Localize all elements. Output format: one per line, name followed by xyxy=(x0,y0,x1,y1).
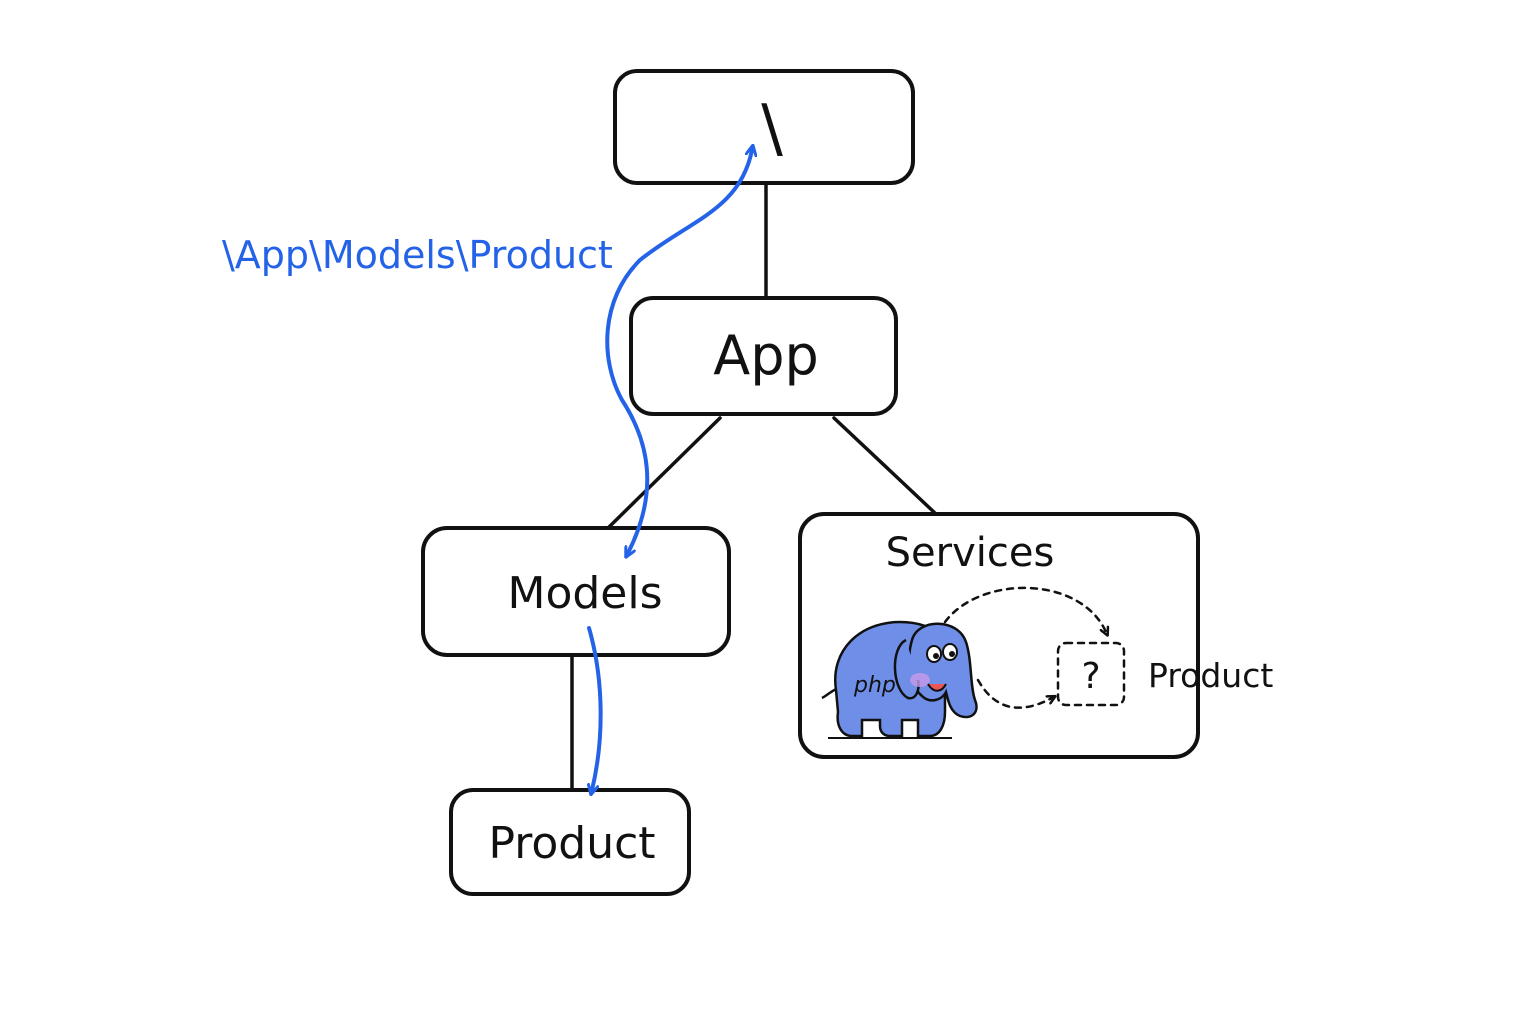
fully-qualified-path-label: \App\Models\Product xyxy=(222,233,613,277)
edge-app-services xyxy=(832,416,938,516)
node-models-label: Models xyxy=(507,568,662,619)
resolution-arrow-lower xyxy=(589,626,603,790)
unknown-class-box xyxy=(1056,641,1126,707)
node-app-label: App xyxy=(713,324,819,387)
unknown-marker: ? xyxy=(1081,656,1100,697)
node-services-label: Services xyxy=(886,530,1055,576)
mascot-php-text: php xyxy=(853,673,896,698)
edge-app-models xyxy=(606,416,722,530)
node-app: App xyxy=(629,296,898,416)
dashed-arrow-bottom xyxy=(976,678,1052,709)
unresolved-product-label: Product xyxy=(1148,656,1273,695)
node-product-label: Product xyxy=(488,818,655,869)
php-elephant-icon: php xyxy=(821,620,978,739)
resolution-arrow-upper xyxy=(605,150,752,553)
node-root-label: \ xyxy=(761,92,783,166)
node-product: Product xyxy=(449,788,691,896)
node-root: \ xyxy=(613,69,915,185)
node-models: Models xyxy=(421,526,731,657)
node-services: Services ? Product php xyxy=(798,512,1273,759)
